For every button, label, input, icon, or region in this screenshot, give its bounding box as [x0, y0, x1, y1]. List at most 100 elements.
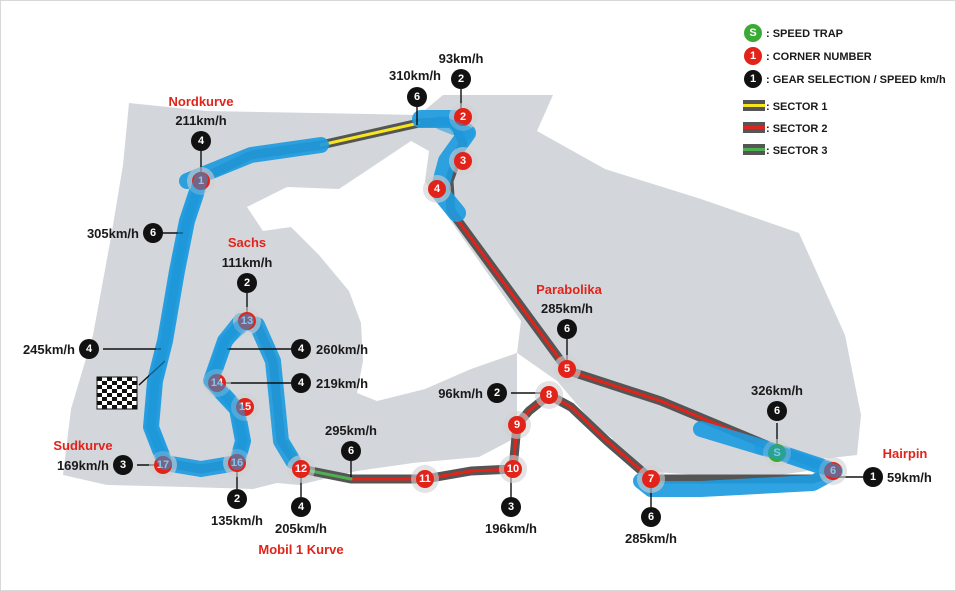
svg-text:7: 7	[648, 473, 654, 485]
gear-badge: 4	[291, 373, 311, 393]
corner-name-sudkurve: Sudkurve	[53, 438, 112, 453]
svg-text:4: 4	[298, 343, 305, 355]
speed-label: 111km/h	[222, 255, 273, 270]
corner-badge-8: 8	[535, 381, 563, 409]
svg-text:2: 2	[494, 387, 500, 399]
svg-text:4: 4	[198, 135, 205, 147]
legend-speed-trap: S : SPEED TRAP	[744, 24, 843, 42]
svg-text:6: 6	[150, 227, 156, 239]
gear-badge: 3	[113, 455, 133, 475]
svg-text:: CORNER NUMBER: : CORNER NUMBER	[766, 51, 872, 63]
svg-text:3: 3	[508, 501, 514, 513]
gear-badge: 4	[291, 497, 311, 517]
speed-label: 285km/h	[625, 531, 677, 546]
gear-badges: 2 6 4 6 2 4 4 4 3 2 4 6 6 2 3 6 1 6	[79, 69, 883, 527]
sector1-overlay	[319, 121, 421, 147]
corner-name-parabolika: Parabolika	[536, 282, 603, 297]
speed-label: 59km/h	[887, 470, 932, 485]
svg-text:4: 4	[298, 501, 305, 513]
checkered-flag-icon	[96, 376, 138, 410]
corner-badge-11: 11	[411, 465, 439, 493]
svg-text:10: 10	[507, 463, 519, 475]
gear-badge: 2	[227, 489, 247, 509]
svg-text:: GEAR SELECTION / SPEED km/h: : GEAR SELECTION / SPEED km/h	[766, 74, 946, 86]
svg-text:: SPEED TRAP: : SPEED TRAP	[766, 28, 843, 40]
corner-badge-5: 5	[553, 355, 581, 383]
corner-name-mobil1: Mobil 1 Kurve	[258, 542, 343, 557]
svg-text:9: 9	[514, 419, 520, 431]
gear-badge: 2	[451, 69, 471, 89]
svg-text:2: 2	[234, 493, 240, 505]
corner-badge-7: 7	[637, 465, 665, 493]
corner-badge-3: 3	[449, 147, 477, 175]
corner-name-hairpin: Hairpin	[883, 446, 928, 461]
drs-overlay-top	[144, 116, 842, 478]
speed-label: 310km/h	[389, 68, 441, 83]
speed-label: 93km/h	[439, 51, 484, 66]
legend-gear-selection: 1 : GEAR SELECTION / SPEED km/h	[744, 70, 946, 88]
infield-white	[247, 141, 521, 401]
gear-badge: 4	[291, 339, 311, 359]
gear-badge: 4	[191, 131, 211, 151]
svg-text:3: 3	[460, 155, 466, 167]
legend-sector-3: : SECTOR 3	[743, 144, 828, 157]
speed-label: 219km/h	[316, 376, 368, 391]
svg-text:6: 6	[564, 323, 570, 335]
svg-text:8: 8	[546, 389, 552, 401]
gear-badge: 2	[237, 273, 257, 293]
svg-text:6: 6	[648, 511, 654, 523]
svg-text:2: 2	[244, 277, 250, 289]
corner-name-nordkurve: Nordkurve	[168, 94, 233, 109]
svg-text:1: 1	[870, 471, 876, 483]
svg-text:: SECTOR 3: : SECTOR 3	[766, 145, 828, 157]
corner-name-sachs: Sachs	[228, 235, 266, 250]
speed-label: 245km/h	[23, 342, 75, 357]
speed-labels: 93km/h 310km/h 211km/h 305km/h 111km/h 2…	[23, 51, 932, 546]
speed-label: 285km/h	[541, 301, 593, 316]
gear-badge: 6	[767, 401, 787, 421]
corner-badge-10: 10	[499, 455, 527, 483]
svg-text:4: 4	[298, 377, 305, 389]
svg-text:: SECTOR 1: : SECTOR 1	[766, 101, 828, 113]
svg-text:S: S	[749, 27, 756, 39]
svg-text:6: 6	[348, 445, 354, 457]
speed-label: 211km/h	[175, 113, 226, 128]
svg-text:6: 6	[414, 91, 420, 103]
svg-text:1: 1	[750, 50, 756, 62]
speed-label: 326km/h	[751, 383, 803, 398]
svg-text:6: 6	[774, 405, 780, 417]
svg-text:2: 2	[458, 73, 464, 85]
svg-text:: SECTOR 2: : SECTOR 2	[766, 123, 828, 135]
speed-label: 205km/h	[275, 521, 327, 536]
svg-text:11: 11	[419, 473, 431, 485]
gear-badge: 6	[557, 319, 577, 339]
corner-names: Nordkurve Sachs Sudkurve Parabolika Hair…	[53, 94, 927, 557]
gear-badge: 4	[79, 339, 99, 359]
svg-text:4: 4	[434, 183, 441, 195]
svg-text:4: 4	[86, 343, 93, 355]
corner-badge-4: 4	[423, 175, 451, 203]
corner-badge-9: 9	[503, 411, 531, 439]
speed-label: 295km/h	[325, 423, 377, 438]
speed-label: 169km/h	[57, 458, 109, 473]
corner-badge-12: 12	[287, 455, 315, 483]
legend: S : SPEED TRAP 1 : CORNER NUMBER 1 : GEA…	[743, 24, 946, 157]
legend-sector-1: : SECTOR 1	[743, 100, 828, 113]
speed-label: 260km/h	[316, 342, 368, 357]
gear-badge: 6	[641, 507, 661, 527]
svg-text:12: 12	[295, 463, 307, 475]
gear-badge: 2	[487, 383, 507, 403]
gear-badge: 3	[501, 497, 521, 517]
speed-label: 96km/h	[438, 386, 483, 401]
runoff-area	[63, 95, 861, 489]
gear-badge: 6	[407, 87, 427, 107]
svg-text:1: 1	[750, 73, 756, 85]
speed-label: 196km/h	[485, 521, 537, 536]
legend-sector-2: : SECTOR 2	[743, 122, 828, 135]
gear-badge: 1	[863, 467, 883, 487]
gear-badge: 6	[143, 223, 163, 243]
legend-corner-number: 1 : CORNER NUMBER	[744, 47, 872, 65]
svg-text:3: 3	[120, 459, 126, 471]
gear-badge: 6	[341, 441, 361, 461]
